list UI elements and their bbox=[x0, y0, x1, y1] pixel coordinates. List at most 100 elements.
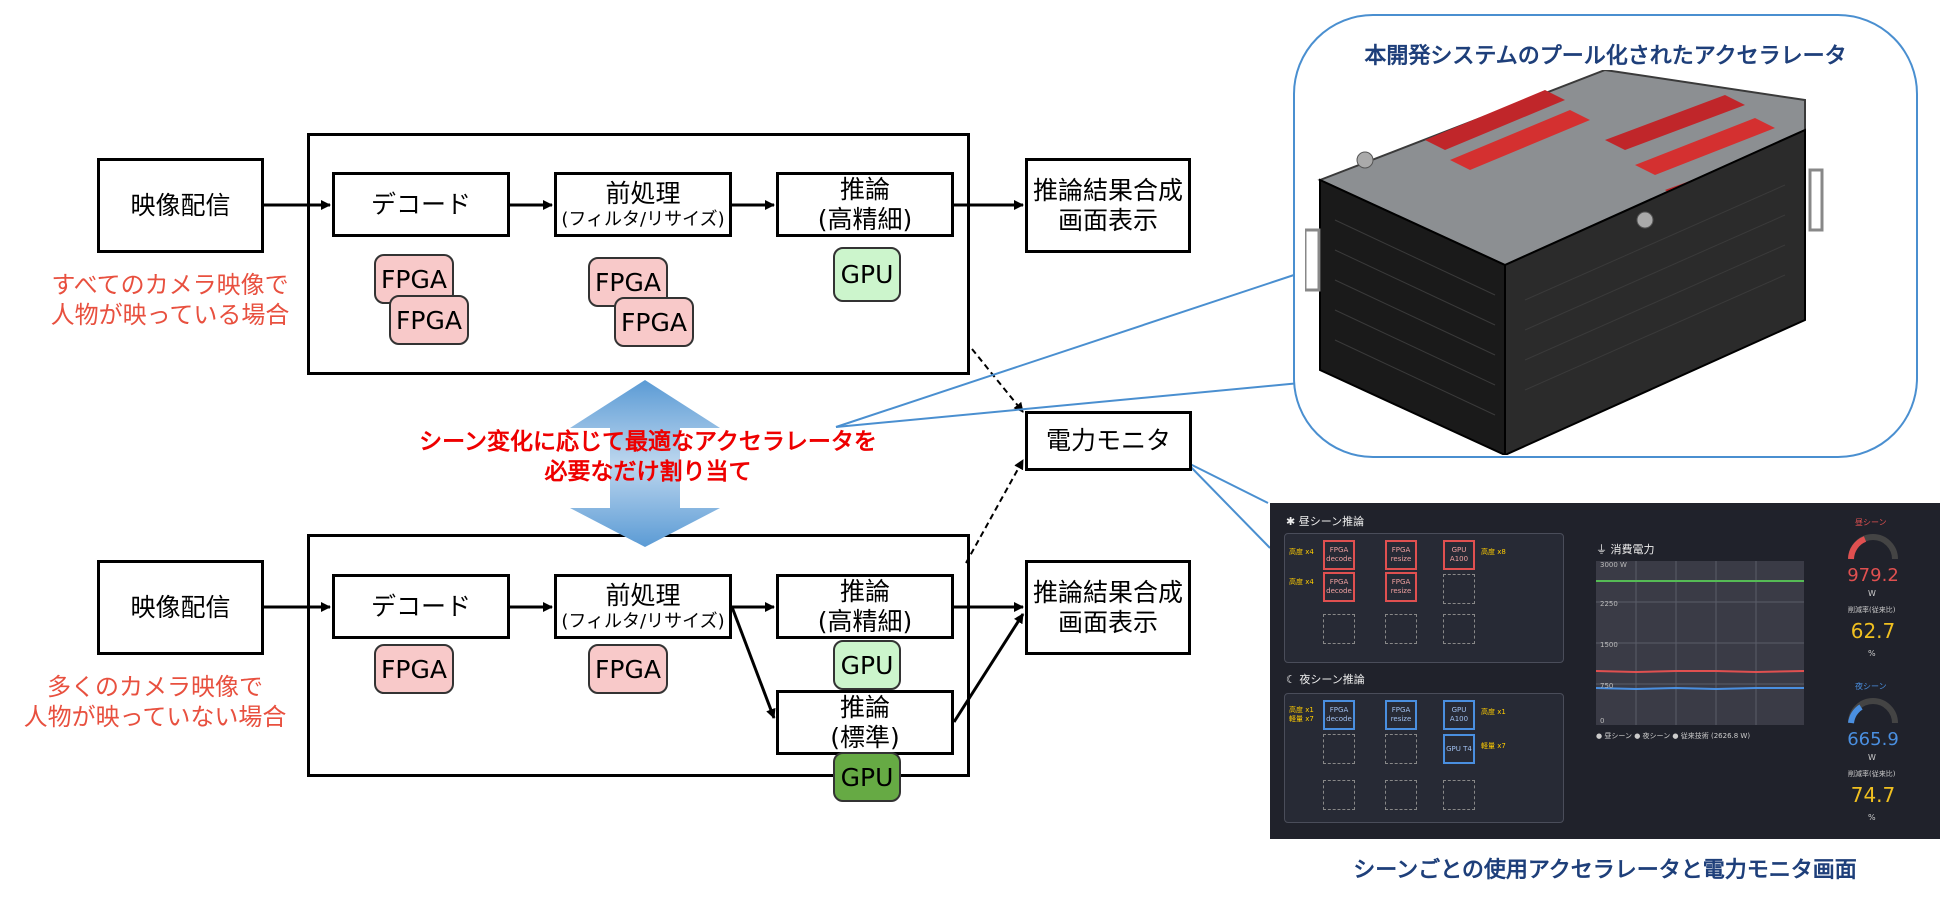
night-node-gpu-a100: GPU A100 bbox=[1443, 700, 1475, 730]
y-tick: 750 bbox=[1600, 682, 1614, 690]
night-reduction-value: 74.7 bbox=[1850, 783, 1896, 807]
night-slot bbox=[1385, 780, 1417, 810]
bottom-result-line1: 推論結果合成 bbox=[1032, 577, 1183, 607]
accelerator-photo-title: 本開発システムのプール化されたアクセラレータ bbox=[1364, 44, 1847, 69]
bottom-pre-fpga-chip: FPGA bbox=[588, 644, 668, 694]
day-power-unit: W bbox=[1868, 589, 1876, 598]
dashed-bottom-to-monitor bbox=[965, 459, 1024, 564]
bottom-infer-hd-label: 推論 bbox=[839, 576, 890, 606]
top-infer-box: 推論 (高精細) bbox=[776, 172, 954, 237]
night-node-decode: FPGA decode bbox=[1323, 700, 1355, 730]
night-node-gpu-t4: GPU T4 bbox=[1443, 734, 1475, 764]
photo-callout-line-1 bbox=[835, 272, 1301, 428]
day-scene-panel: 高度 x4 高度 x4 FPGA decode FPGA resize GPU … bbox=[1284, 533, 1564, 663]
day-reduction-pct: % bbox=[1868, 649, 1876, 658]
night-reduction-pct: % bbox=[1868, 813, 1876, 822]
top-preprocess-label: 前処理 bbox=[605, 178, 681, 208]
power-chart-lines bbox=[1596, 561, 1804, 725]
day-slot bbox=[1443, 574, 1475, 604]
bottom-infer-std-box: 推論 (標準) bbox=[776, 690, 954, 755]
y-tick: 0 bbox=[1600, 717, 1605, 725]
day-reduction-label: 削減率(従来比) bbox=[1848, 606, 1896, 614]
top-decode-label: デコード bbox=[370, 189, 471, 219]
bottom-result-box: 推論結果合成 画面表示 bbox=[1025, 560, 1191, 655]
top-preprocess-box: 前処理 (フィルタ/リサイズ) bbox=[554, 172, 732, 237]
day-node-gpu: GPU A100 bbox=[1443, 540, 1475, 570]
power-chart-title: ⏚ 消費電力 bbox=[1596, 543, 1655, 556]
night-output-1: 高度 x1 bbox=[1481, 708, 1506, 716]
power-monitor-box: 電力モニタ bbox=[1025, 411, 1192, 471]
day-gauge-icon bbox=[1848, 534, 1898, 560]
bottom-infer-hd-gpu-chip: GPU bbox=[833, 640, 901, 690]
day-output: 高度 x8 bbox=[1481, 548, 1506, 556]
night-gauge-icon bbox=[1848, 698, 1898, 724]
day-power-line bbox=[1596, 670, 1804, 674]
night-power-unit: W bbox=[1868, 753, 1876, 762]
top-pre-fpga-chip-2: FPGA bbox=[614, 297, 694, 347]
bottom-infer-std-sub: (標準) bbox=[830, 722, 900, 752]
bottom-infer-std-gpu-chip: GPU bbox=[833, 752, 901, 802]
day-node-resize-2: FPGA resize bbox=[1385, 572, 1417, 602]
power-chart-legend: ● 昼シーン ● 夜シーン ● 従来技術 (2626.8 W) bbox=[1596, 732, 1751, 740]
top-source-box: 映像配信 bbox=[97, 158, 264, 253]
bottom-preprocess-sub: (フィルタ/リサイズ) bbox=[561, 610, 725, 632]
night-slot bbox=[1323, 734, 1355, 764]
night-slot bbox=[1385, 734, 1417, 764]
bottom-infer-hd-box: 推論 (高精細) bbox=[776, 574, 954, 639]
bottom-decode-fpga-chip: FPGA bbox=[374, 644, 454, 694]
night-gauge-label: 夜シーン bbox=[1855, 682, 1887, 691]
scene-switch-callout: シーン変化に応じて最適なアクセラレータを 必要なだけ割り当て bbox=[419, 429, 877, 485]
night-power-line bbox=[1596, 686, 1804, 691]
day-input-1: 高度 x4 bbox=[1289, 548, 1314, 556]
top-decode-box: デコード bbox=[332, 172, 510, 237]
bottom-source-box: 映像配信 bbox=[97, 560, 264, 655]
day-reduction-value: 62.7 bbox=[1850, 619, 1896, 643]
bottom-decode-box: デコード bbox=[332, 574, 510, 639]
day-slot bbox=[1323, 614, 1355, 644]
top-result-box: 推論結果合成 画面表示 bbox=[1025, 158, 1191, 253]
top-preprocess-sub: (フィルタ/リサイズ) bbox=[561, 208, 725, 230]
night-slot bbox=[1323, 780, 1355, 810]
bottom-arrow-pre-infer-std bbox=[730, 606, 776, 719]
bottom-infer-hd-sub: (高精細) bbox=[817, 606, 913, 636]
top-decode-fpga-chip-2: FPGA bbox=[389, 295, 469, 345]
y-tick: 3000 W bbox=[1600, 561, 1627, 569]
sun-icon: ✱ bbox=[1286, 515, 1299, 528]
day-input-2: 高度 x4 bbox=[1289, 578, 1314, 586]
day-node-decode-2: FPGA decode bbox=[1323, 572, 1355, 602]
night-scene-title: ☾ 夜シーン推論 bbox=[1286, 673, 1365, 686]
photo-callout-line-2 bbox=[835, 382, 1301, 428]
y-tick: 1500 bbox=[1600, 641, 1618, 649]
night-input: 高度 x1 軽量 x7 bbox=[1289, 706, 1314, 723]
y-tick: 2250 bbox=[1600, 600, 1618, 608]
night-power-value: 665.9 bbox=[1847, 729, 1899, 750]
top-infer-label: 推論 bbox=[839, 174, 890, 204]
day-slot bbox=[1385, 614, 1417, 644]
dashed-top-to-monitor bbox=[971, 348, 1024, 413]
bottom-infer-std-label: 推論 bbox=[839, 692, 890, 722]
night-reduction-label: 削減率(従来比) bbox=[1848, 770, 1896, 778]
top-case-caption: すべてのカメラ映像で 人物が映っている場合 bbox=[50, 271, 290, 329]
top-infer-gpu-chip: GPU bbox=[833, 247, 901, 302]
monitor-callout-line-2 bbox=[1185, 461, 1271, 549]
bottom-arrow-infer-std-result bbox=[952, 613, 1025, 723]
night-node-resize: FPGA resize bbox=[1385, 700, 1417, 730]
night-output-2: 軽量 x7 bbox=[1481, 742, 1506, 750]
day-gauge-label: 昼シーン bbox=[1855, 518, 1887, 527]
bottom-preprocess-label: 前処理 bbox=[605, 580, 681, 610]
top-infer-sub: (高精細) bbox=[817, 204, 913, 234]
moon-icon: ☾ bbox=[1286, 673, 1300, 686]
day-power-value: 979.2 bbox=[1847, 565, 1899, 586]
night-scene-panel: 高度 x1 軽量 x7 FPGA decode FPGA resize GPU … bbox=[1284, 693, 1564, 823]
monitor-callout-line-1 bbox=[1185, 461, 1269, 504]
plug-icon: ⏚ bbox=[1596, 543, 1611, 556]
day-slot bbox=[1443, 614, 1475, 644]
day-scene-title: ✱ 昼シーン推論 bbox=[1286, 515, 1365, 528]
bottom-preprocess-box: 前処理 (フィルタ/リサイズ) bbox=[554, 574, 732, 639]
day-node-decode-1: FPGA decode bbox=[1323, 540, 1355, 570]
night-slot bbox=[1443, 780, 1475, 810]
top-result-line2: 画面表示 bbox=[1057, 205, 1158, 235]
server-chassis-image bbox=[1305, 70, 1824, 455]
dashboard-caption: シーンごとの使用アクセラレータと電力モニタ画面 bbox=[1353, 858, 1857, 883]
